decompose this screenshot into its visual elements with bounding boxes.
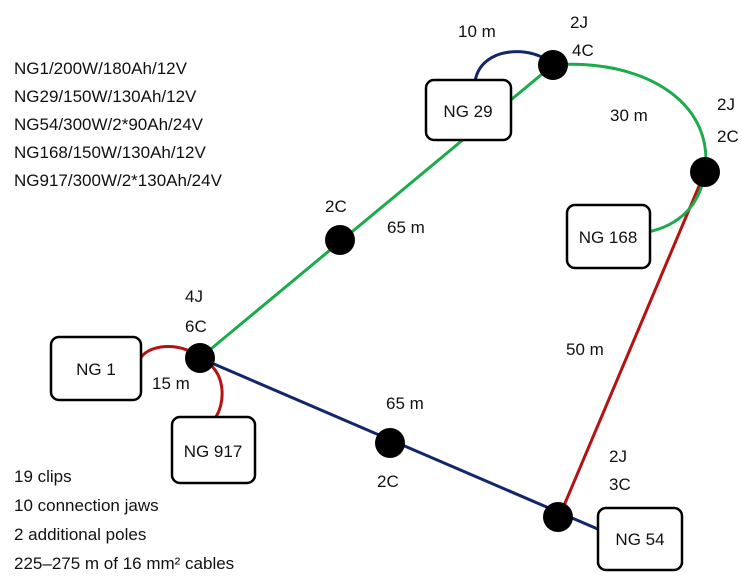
- pole-left-jaws: 4J: [185, 287, 203, 306]
- pole-left-clips: 6C: [185, 317, 207, 336]
- node-ng54-label: NG 54: [615, 530, 664, 549]
- distance-ng1-ng917: 15 m: [152, 374, 190, 393]
- node-ng917-label: NG 917: [184, 442, 243, 461]
- node-ng29-label: NG 29: [443, 102, 492, 121]
- node-ng1-label: NG 1: [76, 360, 116, 379]
- pole-right: [690, 157, 720, 187]
- spec-line: NG29/150W/130Ah/12V: [14, 87, 197, 106]
- node-ng168: NG 168: [565, 203, 652, 270]
- pole-top: [538, 50, 568, 80]
- pole-mid-lower-clips: 2C: [377, 472, 399, 491]
- pole-right-jaws: 2J: [717, 95, 735, 114]
- pole-top-clips: 4C: [572, 41, 594, 60]
- summary-line: 2 additional poles: [14, 525, 146, 544]
- cable-right-bottom: [558, 171, 707, 516]
- pole-left: [185, 343, 215, 373]
- spec-line: NG54/300W/2*90Ah/24V: [14, 115, 204, 134]
- pole-bottom-clips: 3C: [609, 475, 631, 494]
- spec-line: NG1/200W/180Ah/12V: [14, 59, 188, 78]
- pole-bottom: [543, 502, 573, 532]
- node-ng168-label: NG 168: [579, 228, 638, 247]
- spec-line: NG168/150W/130Ah/12V: [14, 143, 207, 162]
- distance-left-bottom: 65 m: [386, 394, 424, 413]
- spec-line: NG917/300W/2*130Ah/24V: [14, 171, 223, 190]
- distance-right-bottom: 50 m: [566, 340, 604, 359]
- summary-list: 19 clips 10 connection jaws 2 additional…: [14, 467, 234, 573]
- node-ng1: NG 1: [49, 335, 143, 402]
- pole-mid-lower: [375, 428, 405, 458]
- summary-line: 19 clips: [14, 467, 72, 486]
- cable-top-right: [552, 62, 708, 173]
- distance-top-ng29: 10 m: [458, 22, 496, 41]
- summary-line: 10 connection jaws: [14, 496, 159, 515]
- pole-mid-upper-clips: 2C: [325, 197, 347, 216]
- spec-list: NG1/200W/180Ah/12V NG29/150W/130Ah/12V N…: [14, 59, 223, 190]
- pole-right-clips: 2C: [717, 127, 739, 146]
- distance-top-right: 30 m: [610, 106, 648, 125]
- node-ng917: NG 917: [170, 415, 257, 485]
- pole-mid-upper: [325, 225, 355, 255]
- pole-top-jaws: 2J: [570, 13, 588, 32]
- node-ng54: NG 54: [596, 506, 684, 572]
- summary-line: 225–275 m of 16 mm² cables: [14, 554, 234, 573]
- distance-left-top: 65 m: [387, 218, 425, 237]
- node-ng29: NG 29: [424, 78, 513, 142]
- pole-bottom-jaws: 2J: [609, 447, 627, 466]
